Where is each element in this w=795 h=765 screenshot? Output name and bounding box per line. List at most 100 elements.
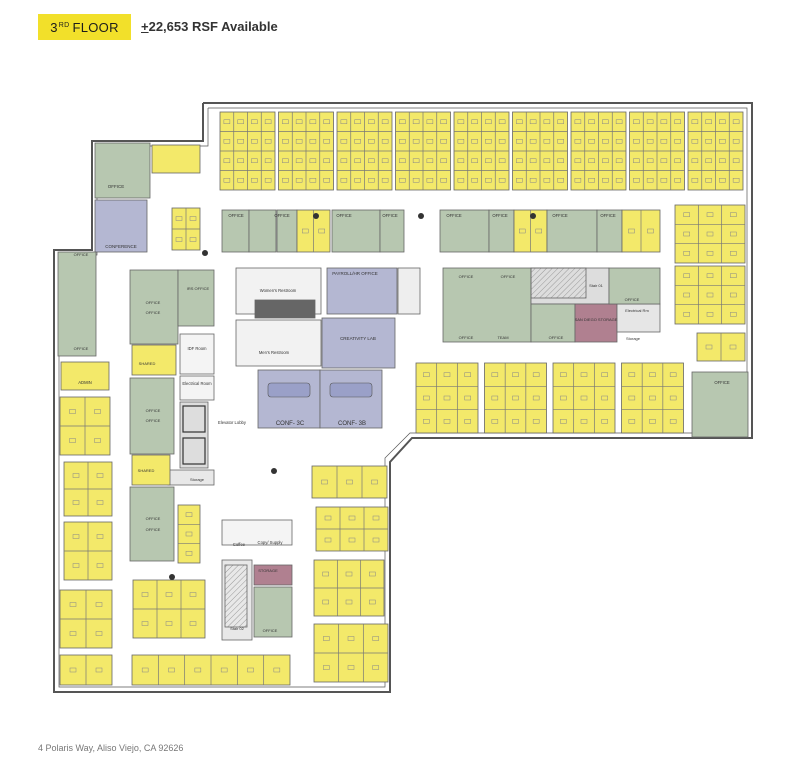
desk [580,395,588,401]
desk [646,178,654,183]
rsf-text: 22,653 RSF Available [148,19,278,34]
desk [580,419,588,424]
desk [264,139,272,144]
desk [705,139,712,144]
desk [354,119,361,124]
office-label: OFFICE [74,346,89,351]
office-label: OFFICE [714,380,730,385]
desk [543,119,551,124]
desk [647,228,654,234]
conf-3b [319,369,383,429]
office-right [691,371,749,438]
desk [440,139,447,144]
desk [464,419,471,424]
workstation-center [311,465,388,499]
desk [282,119,289,124]
desk [354,139,361,144]
workstation-top-left [151,144,201,174]
desk [69,602,77,607]
desk [516,139,523,144]
desk [347,665,355,670]
desk [691,178,699,183]
desk [381,158,389,163]
conference-table [329,382,373,398]
desk [730,273,737,278]
desk [347,636,355,641]
desk [348,537,356,543]
desk [574,139,582,144]
desk [175,237,183,242]
desk [615,119,623,124]
desk [730,292,737,298]
office-label: OFFICE [501,274,516,279]
desk [730,231,737,237]
desk [412,139,420,144]
desk [340,178,348,183]
desk [706,273,714,278]
desk [706,212,714,217]
desk [340,139,348,144]
elevator-car [182,405,206,433]
desk [237,139,244,144]
desk [543,139,551,144]
column-marker [530,213,536,219]
conf-3c-label: CONF- 3C [276,421,305,427]
desk [683,273,690,278]
desk [646,119,654,124]
desk [683,312,690,317]
desk [372,515,380,521]
desk [324,537,332,543]
desk [498,119,506,124]
copy-label: Copy/ Supply [258,540,284,545]
workstation-mid-row [415,362,479,434]
desk [189,216,197,221]
workstation-mid-row [484,362,547,434]
plus-minus: + [141,19,149,34]
restroom-stalls [254,299,316,319]
desk [251,158,258,163]
desk [95,602,103,607]
desk [282,178,289,183]
private-office [248,209,277,253]
desk [322,571,329,577]
desk [282,139,289,144]
desk [96,473,104,478]
desk [588,119,595,124]
private-office [439,209,490,253]
desk [485,119,492,124]
office-mid [608,267,661,305]
desk [719,139,726,144]
column-marker [169,574,175,580]
desk [309,139,317,144]
desk [705,178,712,183]
desk [660,139,668,144]
desk [532,395,540,401]
desk [96,534,104,539]
desk [457,158,465,163]
payroll-office [326,267,398,315]
desk [440,119,447,124]
conference-table [267,382,311,398]
desk [95,631,103,636]
desk [498,139,506,144]
office-column [129,486,175,562]
elevator-shaft [179,401,209,469]
desk [471,119,478,124]
desk [423,372,430,377]
desk [601,419,608,424]
desk [529,119,537,124]
desk [683,212,690,217]
desk [426,139,434,144]
desk [669,419,677,424]
office-label: OFFICE [146,516,161,521]
desk [602,119,609,124]
desk [443,372,451,377]
desk [649,419,656,424]
desk [372,665,379,670]
desk [440,158,447,163]
conference-label: CONFERENCE [105,244,137,249]
office-column [129,377,175,455]
column-marker [271,468,277,474]
desk [322,599,329,605]
